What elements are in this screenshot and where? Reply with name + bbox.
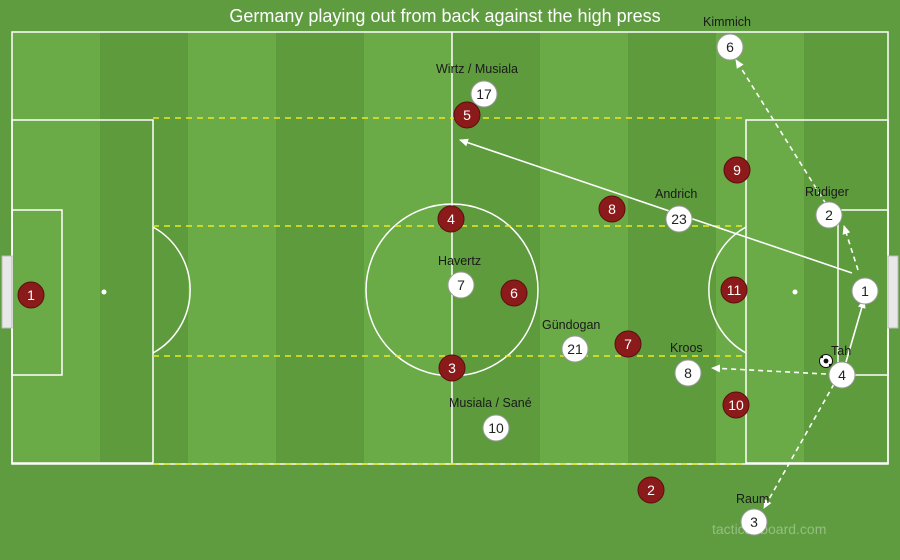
player-number: 23 xyxy=(671,211,687,227)
football-icon[interactable] xyxy=(819,354,833,368)
player-number: 3 xyxy=(448,360,456,376)
away-player[interactable]: 6 xyxy=(500,279,528,307)
player-number: 3 xyxy=(750,514,758,530)
player-name-label: Rüdiger xyxy=(805,185,849,199)
watermark-text: tactical-board.com xyxy=(712,521,826,537)
home-player[interactable]: 3 Raum xyxy=(736,492,769,536)
left-goal xyxy=(1,255,13,329)
player-number: 21 xyxy=(567,341,583,357)
away-player[interactable]: 7 xyxy=(614,330,642,358)
player-number: 5 xyxy=(463,107,471,123)
left-penalty-spot xyxy=(101,289,107,295)
player-number: 7 xyxy=(457,277,465,293)
pass-arrow-tah-to-raum xyxy=(763,383,835,509)
pass-arrows xyxy=(459,59,866,509)
player-name-label: Wirtz / Musiala xyxy=(436,62,518,76)
player-number: 4 xyxy=(447,211,455,227)
left-penalty-arc xyxy=(152,226,191,354)
pass-arrow-tah-to-gk xyxy=(845,299,866,363)
player-number: 10 xyxy=(488,420,504,436)
away-player[interactable]: 9 xyxy=(723,156,751,184)
player-number: 2 xyxy=(825,207,833,223)
long-pass-arrow xyxy=(459,138,853,274)
player-name-label: Kroos xyxy=(670,341,703,355)
player-number: 6 xyxy=(726,39,734,55)
player-number: 4 xyxy=(838,367,846,383)
pass-arrow-tah-to-kroos xyxy=(711,364,827,375)
player-name-label: Raum xyxy=(736,492,769,506)
player-name-label: Kimmich xyxy=(703,15,751,29)
home-player[interactable]: 2 Rüdiger xyxy=(805,185,849,229)
player-number: 8 xyxy=(684,365,692,381)
home-player[interactable]: 8 Kroos xyxy=(670,341,703,387)
player-number: 9 xyxy=(733,162,741,178)
diagram-title: Germany playing out from back against th… xyxy=(229,6,660,26)
home-player[interactable]: 1 xyxy=(851,277,879,305)
player-number: 2 xyxy=(647,482,655,498)
home-player[interactable]: 10 Musiala / Sané xyxy=(449,396,532,442)
player-number: 10 xyxy=(728,397,744,413)
home-player[interactable]: 6 Kimmich xyxy=(703,15,751,61)
right-penalty-spot xyxy=(792,289,798,295)
away-player[interactable]: 3 xyxy=(438,354,466,382)
away-player[interactable]: 2 xyxy=(637,476,665,504)
player-name-label: Gündogan xyxy=(542,318,600,332)
player-name-label: Andrich xyxy=(655,187,697,201)
player-number: 6 xyxy=(510,285,518,301)
right-penalty-arc xyxy=(708,226,747,354)
player-number: 1 xyxy=(27,287,35,303)
player-name-label: Havertz xyxy=(438,254,481,268)
player-number: 7 xyxy=(624,336,632,352)
right-goal xyxy=(887,255,899,329)
away-player[interactable]: 8 xyxy=(598,195,626,223)
player-number: 1 xyxy=(861,283,869,299)
player-number: 17 xyxy=(476,86,492,102)
away-player[interactable]: 11 xyxy=(720,276,748,304)
player-name-label: Tah xyxy=(831,344,851,358)
pass-arrow-gk-to-rudiger xyxy=(842,225,859,271)
away-player[interactable]: 5 xyxy=(453,101,481,129)
player-number: 11 xyxy=(727,282,742,298)
home-player[interactable]: 4 Tah xyxy=(828,344,856,389)
pass-arrow-rudiger-to-kimmich xyxy=(735,59,827,205)
player-name-label: Musiala / Sané xyxy=(449,396,532,410)
player-number: 8 xyxy=(608,201,616,217)
away-player[interactable]: 1 xyxy=(17,281,45,309)
home-player[interactable]: 7 Havertz xyxy=(438,254,481,299)
home-player[interactable]: 23 Andrich xyxy=(655,187,697,233)
away-player[interactable]: 4 xyxy=(437,205,465,233)
away-player[interactable]: 10 xyxy=(722,391,750,419)
home-player[interactable]: 17 Wirtz / Musiala xyxy=(436,62,518,108)
home-player[interactable]: 21 Gündogan xyxy=(542,318,600,363)
